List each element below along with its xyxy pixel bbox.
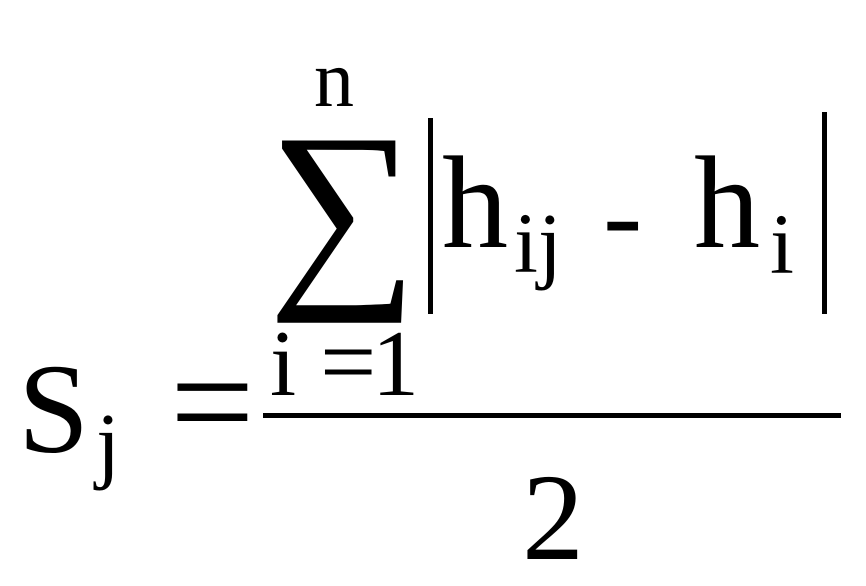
fraction-bar: [263, 413, 841, 418]
denominator: 2: [522, 449, 584, 586]
summation-lower-start: 1: [372, 312, 419, 416]
s-subscript-j: j: [96, 395, 120, 491]
h-i-variable: h: [694, 129, 760, 276]
h-ij-variable: h: [442, 129, 508, 276]
absolute-value-right-bar: [822, 112, 827, 314]
summation-lower-index: i: [270, 312, 297, 416]
equals-sign: =: [170, 319, 255, 485]
s-variable: S: [18, 338, 90, 480]
summation-lower-equals: =: [320, 306, 377, 417]
summation-symbol: ∑: [268, 92, 418, 324]
absolute-value-left-bar: [428, 118, 433, 314]
h-ij-subscript: ij: [514, 195, 562, 291]
minus-sign: -: [603, 149, 643, 280]
h-i-subscript: i: [770, 196, 794, 292]
summation-upper-limit: n: [314, 36, 354, 124]
